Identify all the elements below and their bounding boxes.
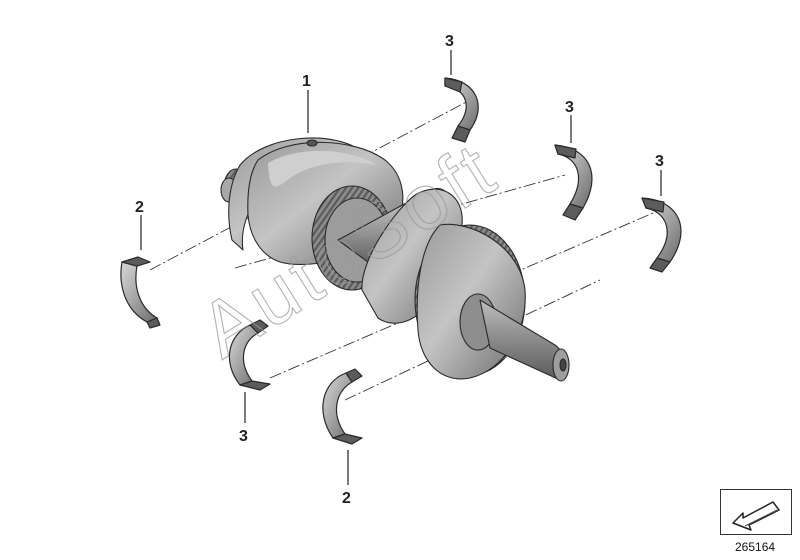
bearing-shell xyxy=(444,77,479,143)
bearing-shell xyxy=(120,256,161,329)
diagram-code: 265164 xyxy=(735,540,776,554)
leader-lines xyxy=(140,50,662,485)
bearing-shell xyxy=(641,197,682,273)
bearing-shell xyxy=(228,319,271,391)
callout-2[interactable]: 2 xyxy=(135,199,144,216)
navigate-back-button[interactable] xyxy=(720,489,792,535)
arrow-down-left-icon xyxy=(732,501,780,531)
bearing-shell xyxy=(322,368,363,445)
callout-3[interactable]: 3 xyxy=(565,99,574,116)
crankshaft xyxy=(220,137,570,382)
callout-3[interactable]: 3 xyxy=(239,428,248,445)
callout-2[interactable]: 2 xyxy=(342,490,351,507)
bearing-shell xyxy=(554,144,593,221)
callout-3[interactable]: 3 xyxy=(655,153,664,170)
callout-3[interactable]: 3 xyxy=(445,33,454,50)
callout-1[interactable]: 1 xyxy=(302,73,311,90)
